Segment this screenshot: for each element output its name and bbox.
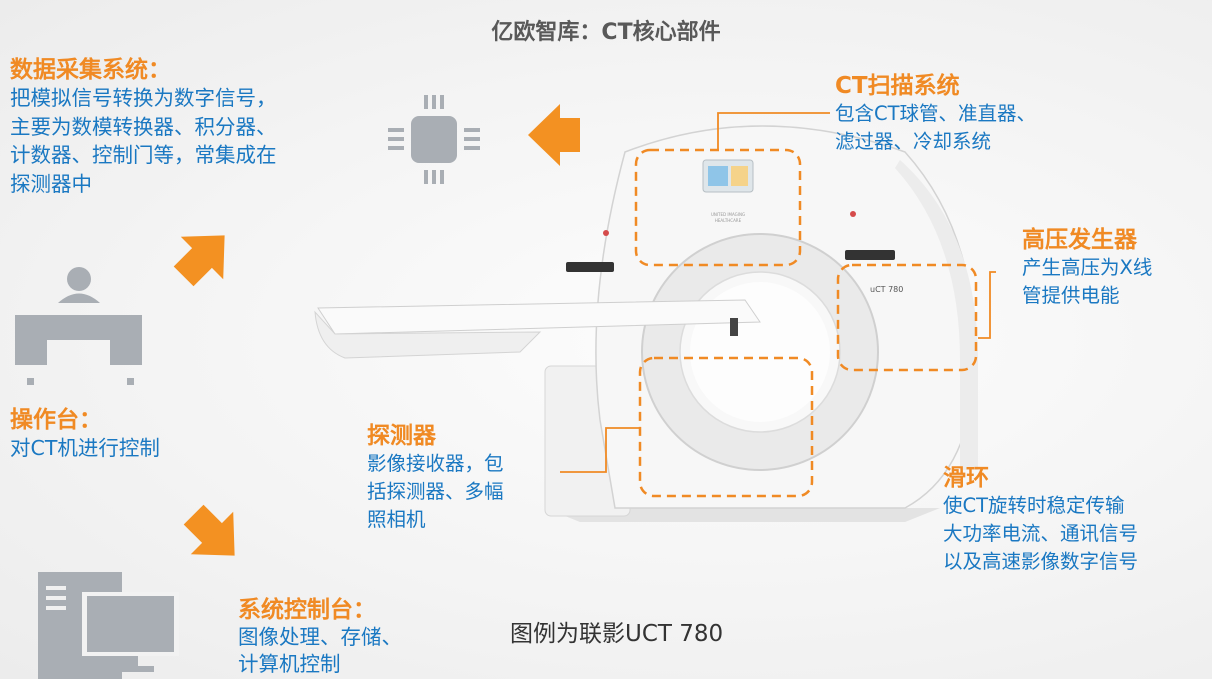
ct-indicator-light-2	[850, 211, 856, 217]
desc-line: 包含CT球管、准直器、	[835, 102, 1037, 125]
ct-brand-text: UNITED IMAGING	[711, 212, 745, 217]
ct-indicator-light	[603, 230, 609, 236]
ct-scan-desc: 包含CT球管、准直器、 滤过器、冷却系统	[835, 100, 1036, 156]
ct-table-top	[317, 299, 761, 335]
console-block: 操作台： 对CT机进行控制	[10, 400, 160, 462]
hv-generator-block: 高压发生器 产生高压为X线 管提供电能	[1022, 220, 1152, 310]
console-heading: 操作台：	[10, 407, 102, 433]
desc-line: 使CT旋转时稳定传输	[943, 494, 1125, 517]
ct-control-panel-right	[845, 250, 895, 260]
desc-line: 对CT机进行控制	[10, 436, 160, 460]
computer-icon	[38, 572, 179, 679]
ct-model-label: uCT 780	[870, 285, 903, 294]
ct-control-panel-left	[566, 262, 614, 272]
data-acquisition-desc: 把模拟信号转换为数字信号， 主要为数模转换器、积分器、 计数器、控制门等，常集成…	[10, 84, 277, 198]
detector-heading: 探测器	[367, 423, 436, 449]
connector-detector	[560, 427, 640, 473]
desc-line: 影像接收器，包	[367, 452, 504, 475]
ct-machine-illustration: UNITED IMAGING HEALTHCARE uCT 780	[314, 125, 978, 522]
slip-ring-heading: 滑环	[943, 465, 989, 491]
desc-line: 滤过器、冷却系统	[835, 130, 992, 153]
system-console-desc: 图像处理、存储、 计算机控制	[238, 624, 402, 678]
hv-generator-desc: 产生高压为X线 管提供电能	[1022, 254, 1152, 310]
highlight-detector	[638, 356, 814, 498]
ct-screen-panel-2	[731, 166, 748, 186]
desc-line: 主要为数模转换器、积分器、	[10, 114, 277, 139]
data-acquisition-heading: 数据采集系统：	[10, 57, 171, 83]
ct-base-shadow	[545, 508, 940, 522]
detector-block: 探测器 影像接收器，包 括探测器、多幅 照相机	[367, 416, 504, 534]
slip-ring-desc: 使CT旋转时稳定传输 大功率电流、通讯信号 以及高速影像数字信号	[943, 492, 1138, 576]
image-caption: 图例为联影UCT 780	[510, 621, 724, 647]
desc-line: 探测器中	[10, 171, 92, 196]
ct-table-headrest	[314, 310, 542, 359]
flow-arrows	[173, 104, 580, 556]
desc-line: 以及高速影像数字信号	[943, 550, 1139, 573]
desc-line: 计算机控制	[238, 652, 341, 676]
desc-line: 计数器、控制门等，常集成在	[10, 143, 277, 167]
arrow-icon	[528, 104, 580, 166]
page-title: 亿欧智库：CT核心部件	[491, 20, 721, 45]
desc-line: 图像处理、存储、	[238, 625, 402, 649]
connector-hv-generator	[978, 271, 996, 339]
detector-desc: 影像接收器，包 括探测器、多幅 照相机	[367, 450, 504, 534]
highlight-hv-generator	[836, 263, 978, 372]
console-desc: 对CT机进行控制	[10, 434, 160, 462]
connector-ct-scan	[717, 112, 830, 150]
system-console-heading: 系统控制台：	[238, 597, 376, 623]
desc-line: 大功率电流、通讯信号	[943, 522, 1139, 545]
ct-scan-heading: CT扫描系统	[835, 73, 960, 99]
desc-line: 管提供电能	[1022, 284, 1120, 307]
data-acquisition-block: 数据采集系统： 把模拟信号转换为数字信号， 主要为数模转换器、积分器、 计数器、…	[10, 50, 277, 198]
arrow-icon	[173, 235, 225, 287]
ct-screen-panel	[708, 166, 728, 186]
ct-scan-block: CT扫描系统 包含CT球管、准直器、 滤过器、冷却系统	[835, 66, 1036, 156]
operator-desk-icon	[15, 267, 142, 385]
connector-lines	[560, 112, 996, 473]
slip-ring-block: 滑环 使CT旋转时稳定传输 大功率电流、通讯信号 以及高速影像数字信号	[943, 458, 1138, 576]
ct-brand-text-2: HEALTHCARE	[715, 218, 742, 223]
desc-line: 把模拟信号转换为数字信号，	[10, 86, 277, 110]
desc-line: 括探测器、多幅	[367, 480, 504, 503]
hv-generator-heading: 高压发生器	[1022, 227, 1137, 253]
desc-line: 照相机	[367, 508, 426, 531]
ct-gantry-side	[895, 160, 978, 470]
ct-table-strap	[730, 318, 738, 336]
desc-line: 产生高压为X线	[1022, 256, 1153, 279]
chip-icon	[388, 95, 480, 184]
system-console-block: 系统控制台： 图像处理、存储、 计算机控制	[238, 590, 402, 678]
arrow-icon	[183, 504, 235, 556]
